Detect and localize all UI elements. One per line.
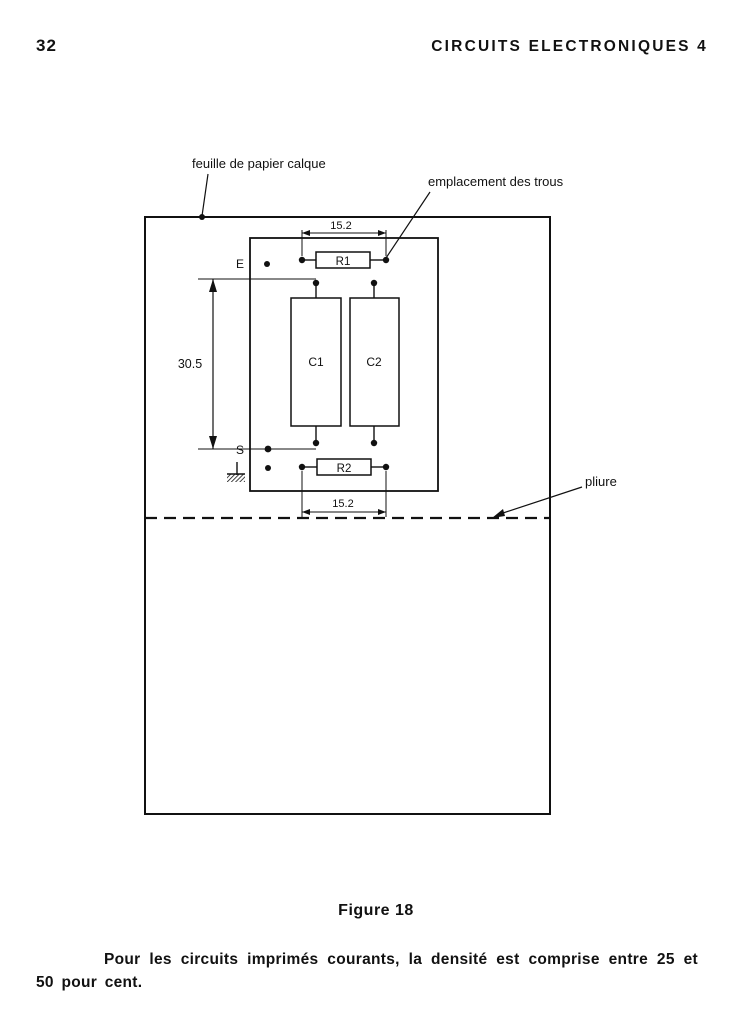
dim-bottom-arrow-left [302,509,310,515]
label-c1: C1 [308,355,324,369]
tracing-sheet [144,216,551,815]
label-r2: R2 [337,463,352,475]
running-head: CIRCUITS ELECTRONIQUES 4 [431,38,708,55]
label-fold: pliure [585,474,617,489]
hole-r2-right [382,463,390,471]
dim-top-arrow-left [302,230,310,236]
hole-r1-left [298,256,306,264]
body-paragraph: Pour les circuits imprimés courants, la … [36,951,698,991]
leader-tracing-sheet [201,173,209,217]
figure-caption: Figure 18 [338,902,414,919]
dim-top-arrow-right [378,230,386,236]
ground-symbol [227,474,245,482]
circuit-board-outline [249,237,439,492]
leader-fold [499,486,583,515]
label-input: E [236,257,244,271]
dim-bottom-arrow-right [378,509,386,515]
dim-vertical-arrow-bottom [209,436,217,449]
dim-vertical-arrow-top [209,279,217,292]
hole-r2-left [298,463,306,471]
point-tracing-sheet [199,214,205,220]
label-r1: R1 [336,256,351,268]
capacitor-c1 [290,297,342,427]
label-tracing-sheet: feuille de papier calque [192,156,326,171]
hole-c1-bottom [312,439,320,447]
label-output: S [236,443,244,457]
label-hole-locations: emplacement des trous [428,174,564,189]
hole-c2-bottom [370,439,378,447]
hole-e [264,261,270,267]
label-dim-top: 15.2 [330,220,351,232]
hole-r1-right [382,256,390,264]
arrowhead-fold [492,509,505,518]
label-dim-vertical: 30.5 [178,357,202,371]
label-dim-bottom: 15.2 [332,498,353,510]
hole-ground [265,465,271,471]
figure-diagram: feuille de papier calque emplacement des… [144,156,617,815]
leader-hole-locations [385,191,431,259]
label-c2: C2 [366,355,382,369]
page-number: 32 [36,36,57,55]
